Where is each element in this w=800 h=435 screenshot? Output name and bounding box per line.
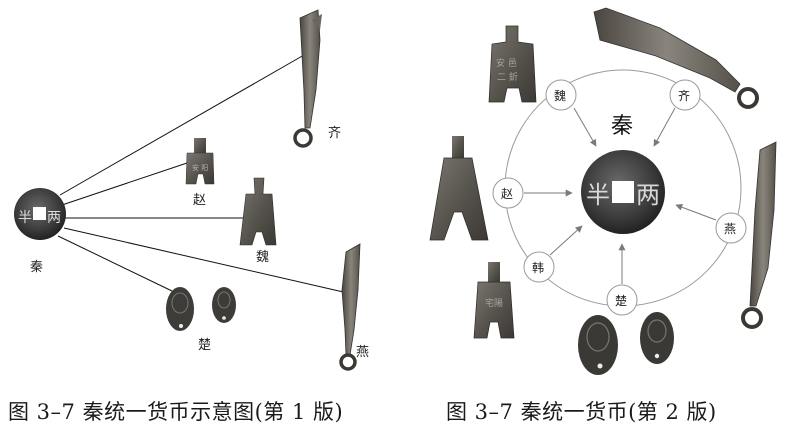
qi-knife-coin-2 (593, 7, 759, 109)
wei-spade-coin-2: 安 邑 二 釿 (488, 25, 537, 103)
label-qin-1: 秦 (30, 260, 43, 275)
yan-knife-coin-2 (741, 141, 777, 329)
arrow-yan (675, 203, 717, 221)
line-qin-to-chu (57, 235, 173, 292)
figure1-group: 半 两 安 阳 (14, 9, 369, 371)
qi-knife-coin-1 (293, 9, 322, 148)
center-label-qin-2: 秦 (611, 114, 633, 139)
svg-text:两: 两 (636, 181, 660, 209)
line-qin-to-yan (63, 227, 353, 295)
node-label-wei: 魏 (554, 88, 566, 103)
node-han: 韩 (523, 251, 555, 283)
figure2-arrows (524, 107, 717, 284)
svg-text:半: 半 (586, 181, 610, 209)
figure2-group: 半 两 秦 魏 齐 赵 燕 韩 楚 (429, 7, 777, 375)
label-yan-1: 燕 (356, 345, 369, 360)
arrow-wei (573, 107, 597, 147)
label-wei-1: 魏 (256, 250, 269, 265)
node-label-zhao: 赵 (501, 187, 513, 201)
node-qi: 齐 (669, 79, 701, 111)
han-spade-coin-2: 宅陽 (473, 262, 515, 339)
figure2-caption: 图 3–7 秦统一货币(第 2 版) (446, 400, 717, 424)
svg-text:安 邑: 安 邑 (496, 57, 517, 69)
label-chu-1: 楚 (198, 338, 211, 353)
chu-ant-nose-coins-1 (166, 287, 236, 331)
qin-banliang-coin-2: 半 两 (581, 150, 665, 234)
svg-text:二 釿: 二 釿 (497, 71, 518, 83)
zhao-spade-coin-1: 安 阳 (185, 138, 215, 185)
yan-knife-coin-1 (339, 243, 361, 371)
node-wei: 魏 (545, 79, 577, 111)
svg-text:安 阳: 安 阳 (192, 163, 208, 172)
node-zhao: 赵 (492, 177, 524, 209)
zhao-spade-coin-2 (429, 136, 489, 241)
svg-text:半: 半 (18, 210, 32, 226)
qin-banliang-coin-1: 半 两 (14, 188, 66, 240)
node-label-chu: 楚 (615, 294, 627, 308)
arrow-qi (653, 107, 676, 147)
figure1-caption: 图 3–7 秦统一货币示意图(第 1 版) (8, 400, 344, 424)
node-label-han: 韩 (532, 260, 544, 275)
node-yan: 燕 (715, 212, 747, 244)
svg-text:宅陽: 宅陽 (485, 297, 503, 309)
node-label-yan: 燕 (724, 222, 736, 236)
node-label-qi: 齐 (678, 88, 690, 103)
wei-spade-coin-1 (239, 177, 277, 246)
line-qin-to-zhao (61, 162, 188, 206)
svg-text:两: 两 (47, 210, 61, 226)
line-qin-to-qi (59, 54, 305, 196)
label-zhao-1: 赵 (193, 193, 206, 208)
chu-ant-nose-coins-2 (578, 312, 674, 375)
arrow-han (549, 225, 583, 256)
label-qi-1: 齐 (328, 125, 341, 141)
node-chu: 楚 (606, 284, 638, 316)
figure1-connector-lines (57, 54, 353, 295)
